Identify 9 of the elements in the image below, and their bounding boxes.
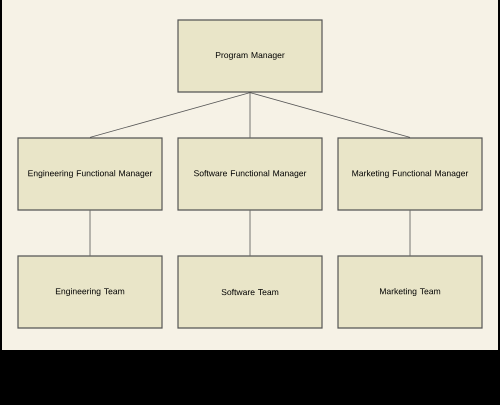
connector-line — [250, 92, 410, 138]
org-box: Software Functional Manager — [177, 137, 323, 211]
org-box: Marketing Team — [337, 255, 483, 329]
org-box: Software Team — [177, 255, 323, 329]
org-box: Engineering Functional Manager — [17, 137, 163, 211]
org-box: Engineering Team — [17, 255, 163, 329]
org-box: Program Manager — [177, 19, 323, 93]
connector-line — [90, 92, 250, 138]
org-box: Marketing Functional Manager — [337, 137, 483, 211]
